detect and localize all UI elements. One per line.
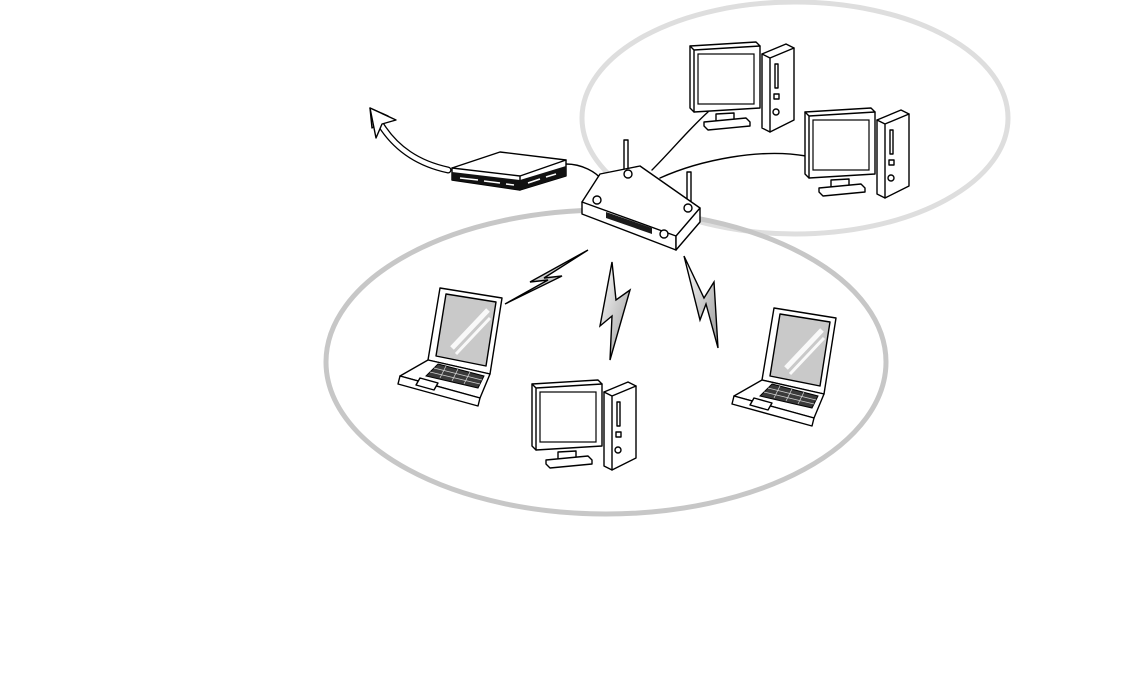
desktop-wired-1 (690, 42, 794, 132)
desktop-wired-2 (805, 108, 909, 198)
desktop-wireless-center (532, 380, 636, 470)
curved-arrow-icon (370, 108, 448, 170)
laptop-wireless-right (732, 308, 836, 426)
wireless-signal-center-icon (600, 262, 630, 360)
wireless-signal-right-icon (684, 256, 718, 348)
wireless-access-point-icon (582, 140, 700, 250)
laptop-wireless-left (398, 288, 502, 406)
modem-icon (452, 152, 566, 190)
wireless-signal-left-icon (505, 250, 588, 304)
